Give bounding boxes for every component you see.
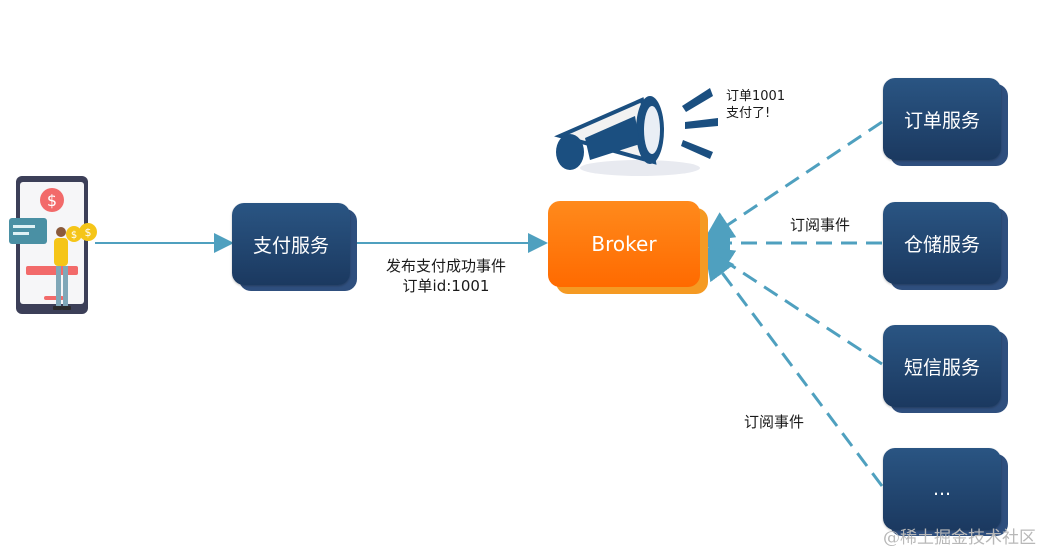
sms-service-label: 短信服务 [903,356,980,379]
publish-edge-label: 发布支付成功事件 订单id:1001 [376,256,516,296]
broker-node[interactable]: Broker [548,201,700,287]
more-service-node[interactable]: ... [883,448,1001,530]
subscribe-line-order [703,120,883,242]
order-service-label: 订单服务 [903,109,980,132]
subscribe-label-lower: 订阅事件 [744,413,805,431]
publish-edge-line1: 发布支付成功事件 [385,257,506,275]
announcement-line1: 订单1001 [726,89,786,104]
order-service-node[interactable]: 订单服务 [883,78,1001,160]
subscribe-line-more [704,249,884,487]
svg-text:$: $ [85,226,92,239]
payment-service-node[interactable]: 支付服务 [232,203,350,285]
subscribe-label-upper: 订阅事件 [790,216,851,234]
payment-service-label: 支付服务 [252,234,329,257]
phone-payment-icon: $ $ $ [9,176,97,314]
svg-text:$: $ [71,230,77,241]
broker-label: Broker [591,232,657,256]
warehouse-service-label: 仓储服务 [903,233,980,256]
announcement-line2: 支付了! [726,106,771,121]
warehouse-service-node[interactable]: 仓储服务 [883,202,1001,284]
subscribe-line-sms [702,246,883,366]
announcement-text: 订单1001 支付了! [726,88,785,122]
sms-service-node[interactable]: 短信服务 [883,325,1001,407]
watermark: @稀土掘金技术社区 [883,528,1036,548]
publish-edge-line2: 订单id:1001 [402,277,490,295]
more-service-label: ... [932,478,952,500]
megaphone-icon [554,88,718,176]
svg-text:$: $ [47,191,57,210]
